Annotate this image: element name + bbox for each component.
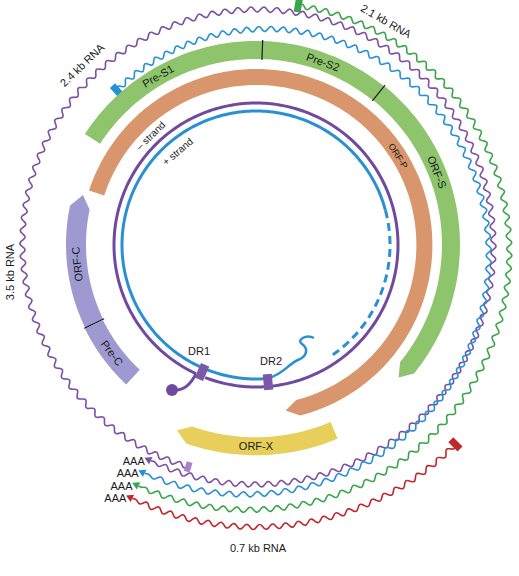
segment-divider <box>262 40 264 60</box>
gene-segment-band: ORF-C <box>63 192 106 331</box>
segment-name: DR1 <box>188 345 210 357</box>
polya-tail-label: AAA <box>111 480 133 492</box>
orf-band: ORF-X <box>174 419 341 458</box>
band-shape <box>66 195 103 328</box>
transcript-label: 2.4 kb RNA <box>58 41 107 89</box>
rna-arrowhead <box>126 495 134 502</box>
segment-name: ORF-X <box>239 440 273 452</box>
strand-label: + strand <box>160 136 196 169</box>
plus-strand <box>122 111 385 379</box>
minus-strand-tail <box>176 374 196 390</box>
repeat-marker <box>195 363 210 381</box>
band-outline <box>174 419 341 458</box>
gene-segment-band: Pre-C <box>82 317 143 387</box>
cap-marker <box>294 0 303 13</box>
dna-group <box>114 103 398 396</box>
minus-strand <box>114 103 398 387</box>
segment-name: DR2 <box>260 355 282 367</box>
polya-tail-label: AAA <box>123 455 145 467</box>
rna-arrowhead <box>138 470 146 477</box>
polya-tail-label: AAA <box>104 492 126 504</box>
cap-marker <box>184 461 193 472</box>
rna-arrowhead <box>144 457 152 464</box>
rna-arrowhead <box>132 482 140 489</box>
band-shape <box>85 320 140 384</box>
direct-repeat-box: DR1 <box>186 342 218 384</box>
plus-strand-gap <box>333 210 390 354</box>
polya-tail-label: AAA <box>117 467 139 479</box>
band-shape <box>89 69 432 415</box>
direct-repeat-box: DR2 <box>252 352 284 394</box>
band-outline <box>63 192 106 331</box>
rna-transcript <box>132 444 455 529</box>
cap-marker <box>448 437 462 451</box>
repeat-marker <box>263 374 273 391</box>
transcript-group <box>20 0 512 529</box>
transcript-label: 0.7 kb RNA <box>230 542 286 554</box>
terminal-protein <box>166 384 178 396</box>
transcript-label: 3.5 kb RNA <box>4 244 16 300</box>
segment-divider <box>372 86 385 102</box>
band-shape <box>177 422 338 455</box>
